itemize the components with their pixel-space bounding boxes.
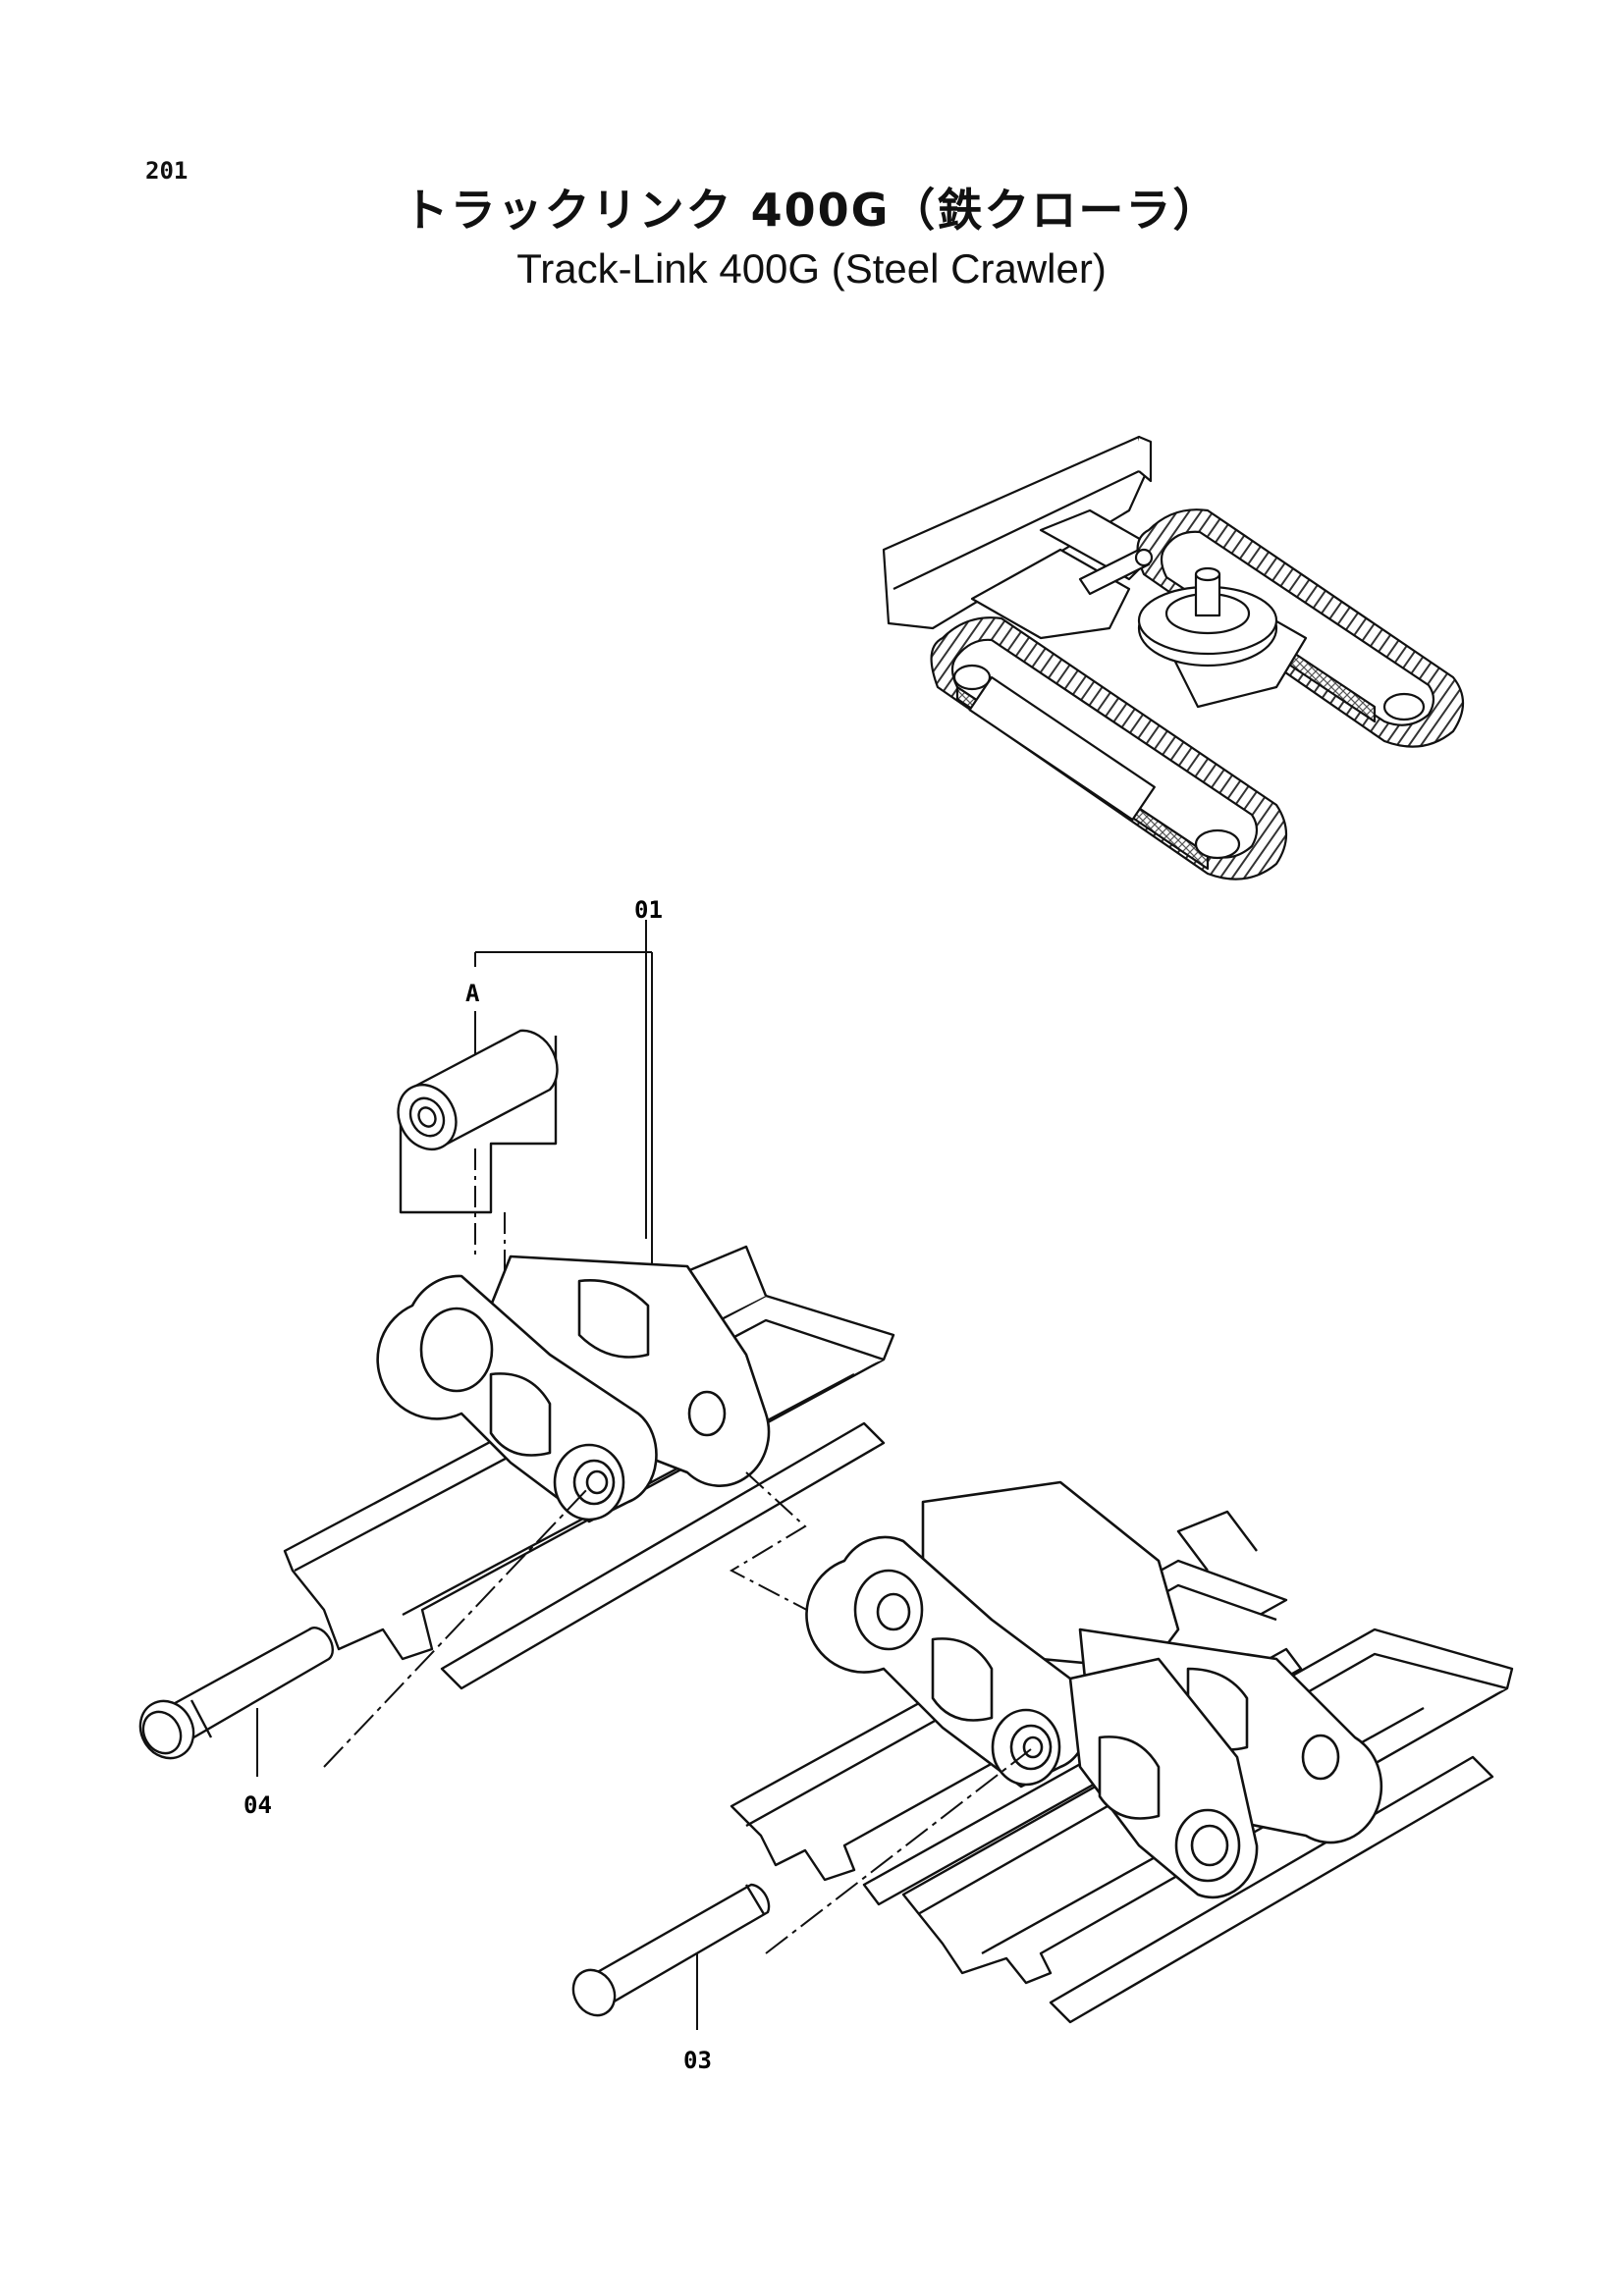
left-track: [930, 616, 1287, 881]
title-english: Track-Link 400G (Steel Crawler): [516, 245, 1107, 292]
title-japanese: トラックリンク 400G（鉄クローラ）: [403, 184, 1220, 237]
assembly-connection-line: [729, 1471, 845, 1630]
track-link-upper: [376, 1255, 771, 1523]
master-pin-axis: [323, 1486, 590, 1768]
view-label-a: A: [465, 980, 480, 1007]
bushing-detail: [397, 1029, 559, 1214]
callout-04: 04: [243, 1791, 272, 1819]
page-number: 201: [145, 157, 189, 185]
pin-axis: [765, 1748, 1032, 1954]
callout-03: 03: [683, 2047, 712, 2074]
undercarriage-overview: [882, 435, 1465, 881]
track-pin: [571, 1883, 771, 2017]
callout-01: 01: [634, 896, 663, 924]
track-link-lower: [805, 1480, 1383, 1899]
master-pin: [138, 1627, 334, 1760]
